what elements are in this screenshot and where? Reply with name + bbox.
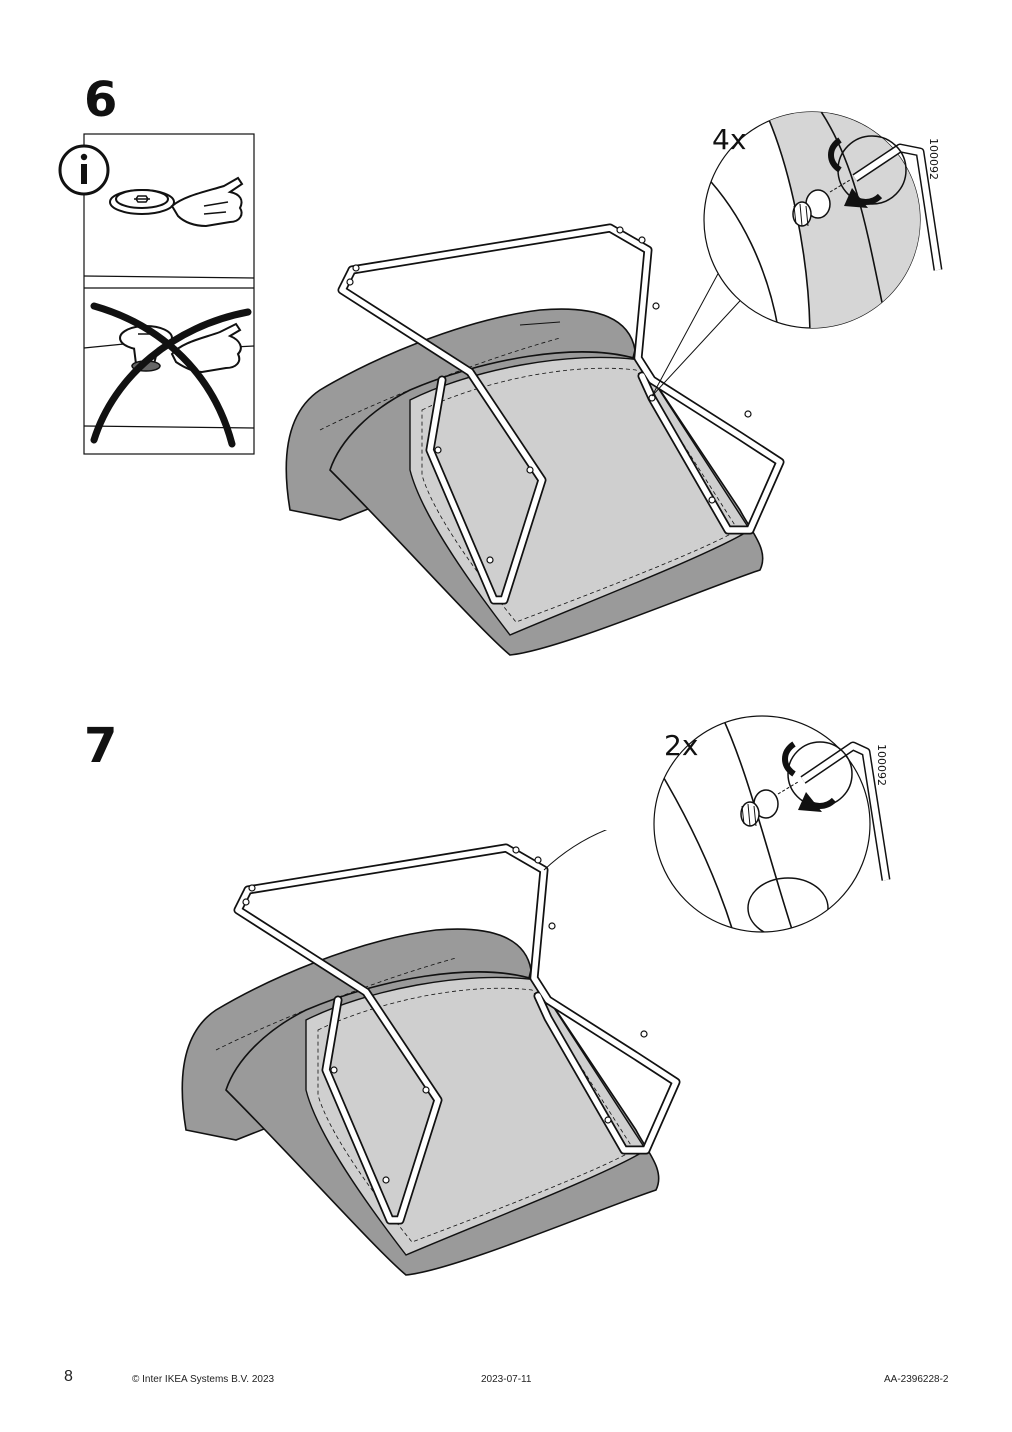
detail-circle-step-7 — [653, 715, 891, 933]
chair-illustration-step-7 — [181, 830, 681, 1276]
press-wrong-icon — [83, 302, 255, 448]
step-6-number: 6 — [84, 72, 118, 128]
info-panel — [58, 133, 255, 455]
press-correct-icon — [109, 176, 244, 228]
copyright-text: © Inter IKEA Systems B.V. 2023 — [132, 1374, 275, 1385]
step-6-part-number: 100092 — [927, 138, 940, 180]
step-7-number: 7 — [84, 718, 118, 774]
document-date: 2023-07-11 — [481, 1374, 532, 1385]
page-number: 8 — [64, 1368, 73, 1385]
info-icon — [58, 144, 110, 196]
detail-circle-step-6 — [703, 111, 943, 329]
document-code: AA-2396228-2 — [884, 1374, 949, 1385]
step-7-quantity: 2x — [664, 729, 699, 762]
step-6-quantity: 4x — [712, 123, 747, 156]
step-7-part-number: 100092 — [875, 744, 888, 786]
chair-illustration-step-6 — [285, 223, 785, 656]
